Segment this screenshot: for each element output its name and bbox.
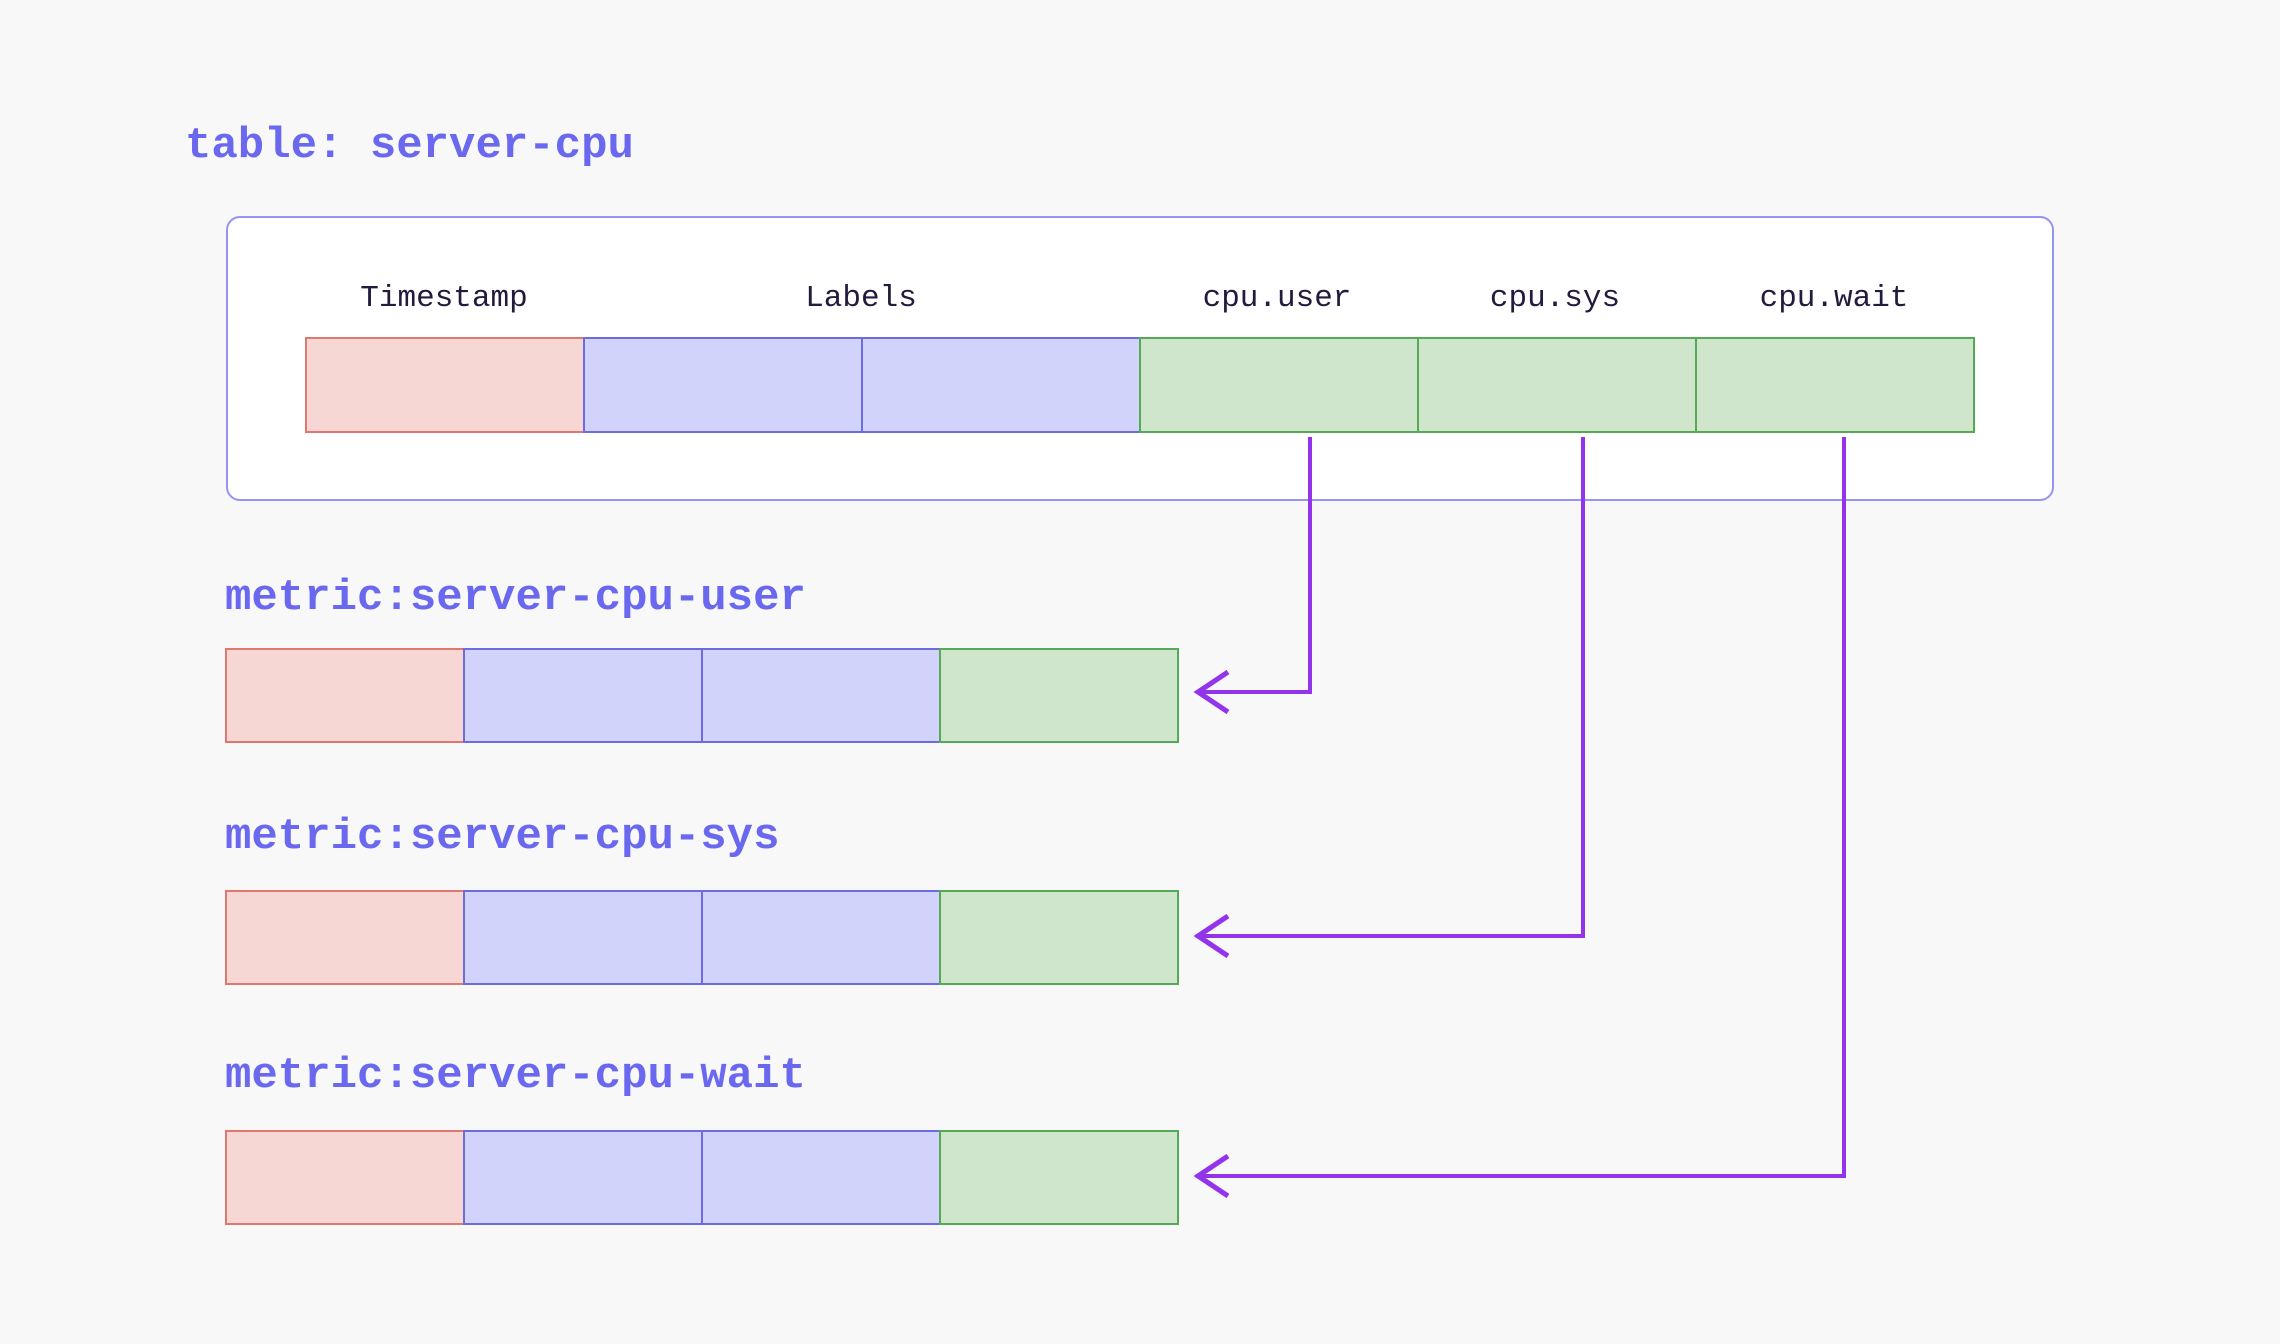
- labels-cell: [861, 337, 1141, 433]
- labels-cell: [701, 1130, 941, 1225]
- table-row: [305, 337, 1975, 433]
- value-cell: [939, 1130, 1179, 1225]
- value-cell: [1695, 337, 1975, 433]
- metric-row-cpu-user: [225, 648, 1179, 743]
- timestamp-cell: [225, 890, 465, 985]
- metric-row-cpu-sys: [225, 890, 1179, 985]
- labels-cell: [701, 890, 941, 985]
- labels-cell: [701, 648, 941, 743]
- arrow-cpu-sys-to-metric-icon: [1193, 437, 1585, 959]
- timestamp-cell: [305, 337, 585, 433]
- metric-title-cpu-user: metric:server-cpu-user: [225, 573, 806, 623]
- column-header-cpu-user: cpu.user: [1202, 281, 1352, 316]
- timestamp-cell: [225, 1130, 465, 1225]
- metric-title-cpu-wait: metric:server-cpu-wait: [225, 1051, 806, 1101]
- column-header-labels: Labels: [805, 281, 917, 316]
- value-cell: [1417, 337, 1697, 433]
- column-header-timestamp: Timestamp: [360, 281, 528, 316]
- metric-row-cpu-wait: [225, 1130, 1179, 1225]
- metric-title-cpu-sys: metric:server-cpu-sys: [225, 812, 780, 862]
- value-cell: [939, 890, 1179, 985]
- column-header-cpu-wait: cpu.wait: [1759, 281, 1909, 316]
- labels-cell: [463, 890, 703, 985]
- labels-cell: [463, 1130, 703, 1225]
- table-title: table: server-cpu: [185, 121, 634, 171]
- table-panel: Timestamp Labels cpu.user cpu.sys cpu.wa…: [226, 216, 2054, 501]
- value-cell: [939, 648, 1179, 743]
- arrow-cpu-wait-to-metric-icon: [1193, 437, 1846, 1199]
- value-cell: [1139, 337, 1419, 433]
- timestamp-cell: [225, 648, 465, 743]
- labels-cell: [583, 337, 863, 433]
- column-header-cpu-sys: cpu.sys: [1489, 281, 1621, 316]
- labels-cell: [463, 648, 703, 743]
